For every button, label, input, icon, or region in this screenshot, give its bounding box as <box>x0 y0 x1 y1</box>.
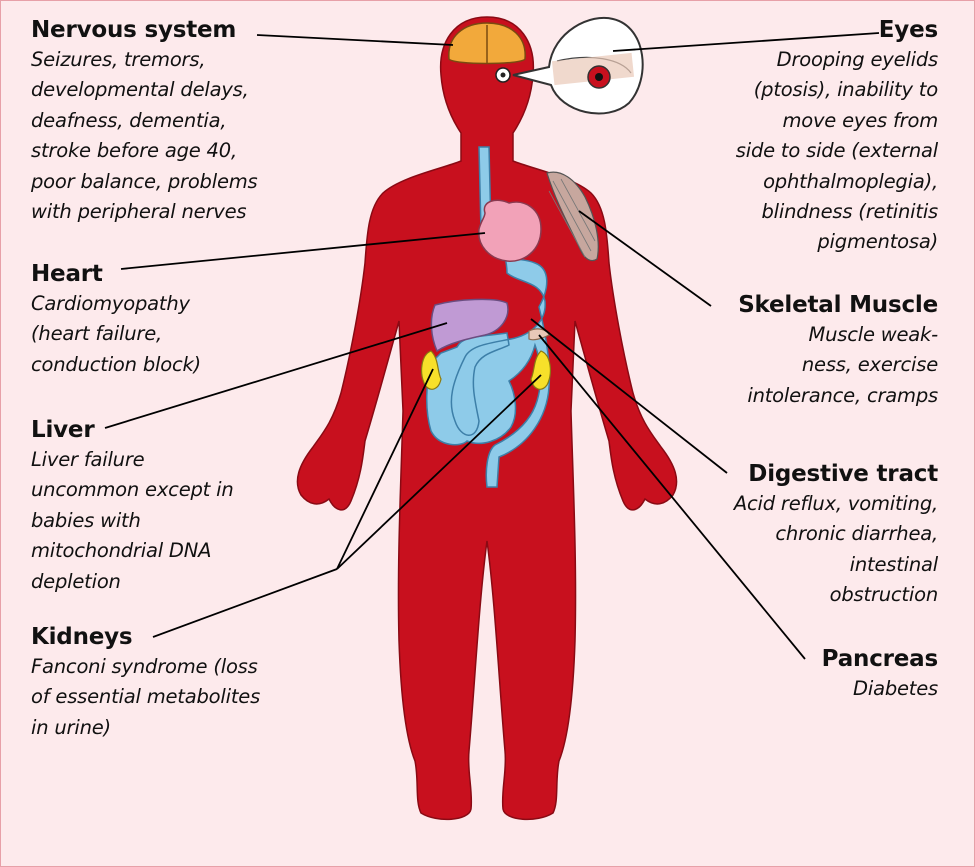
leader-kidneys <box>152 568 338 638</box>
pancreas-text: Diabetes <box>853 677 938 700</box>
heart-text: Cardiomyopathy (heart failure, conductio… <box>31 292 201 376</box>
kidney-left-shape <box>421 350 442 390</box>
label-liver: Liver Liver failure uncommon except in b… <box>31 415 234 597</box>
digestive-tract-title: Digestive tract <box>748 461 938 487</box>
leader-pancreas <box>538 334 806 660</box>
leader-eyes <box>612 32 880 52</box>
nervous-system-title: Nervous system <box>31 17 237 43</box>
label-nervous-system: Nervous system Seizures, tremors, develo… <box>31 15 258 227</box>
liver-text: Liver failure uncommon except in babies … <box>31 448 234 593</box>
kidneys-title: Kidneys <box>31 624 133 650</box>
liver-title: Liver <box>31 417 95 443</box>
label-skeletal-muscle: Skeletal Muscle Muscle weak- ness, exerc… <box>738 290 938 411</box>
leader-nervous <box>256 34 454 46</box>
liver-shape <box>430 298 509 353</box>
digestive-tract-text: Acid reflux, vomiting, chronic diarrhea,… <box>733 492 938 607</box>
kidneys-text: Fanconi syndrome (loss of essential meta… <box>31 655 261 739</box>
skeletal-muscle-text: Muscle weak- ness, exercise intolerance,… <box>747 323 938 407</box>
label-pancreas: Pancreas Diabetes <box>821 644 939 704</box>
nervous-system-text: Seizures, tremors, developmental delays,… <box>31 48 258 224</box>
label-kidneys: Kidneys Fanconi syndrome (loss of essent… <box>31 622 260 743</box>
label-heart: Heart Cardiomyopathy (heart failure, con… <box>31 259 201 380</box>
eyes-text: Drooping eyelids (ptosis), inability to … <box>735 48 938 254</box>
heart-shape <box>478 199 542 262</box>
label-digestive-tract: Digestive tract Acid reflux, vomiting, c… <box>734 459 938 611</box>
heart-title: Heart <box>31 261 103 287</box>
skeletal-muscle-title: Skeletal Muscle <box>738 292 938 318</box>
pancreas-shape <box>528 328 550 341</box>
eyes-title: Eyes <box>878 17 938 43</box>
leader-kidneys-left <box>336 368 434 570</box>
label-eyes: Eyes Drooping eyelids (ptosis), inabilit… <box>736 15 938 258</box>
leader-muscle <box>578 210 712 307</box>
pancreas-title: Pancreas <box>821 646 939 672</box>
leader-digestive <box>530 318 728 474</box>
leader-lines <box>104 32 880 660</box>
leader-heart <box>120 232 486 270</box>
leader-liver <box>104 322 448 429</box>
leader-kidneys-right <box>336 374 542 570</box>
